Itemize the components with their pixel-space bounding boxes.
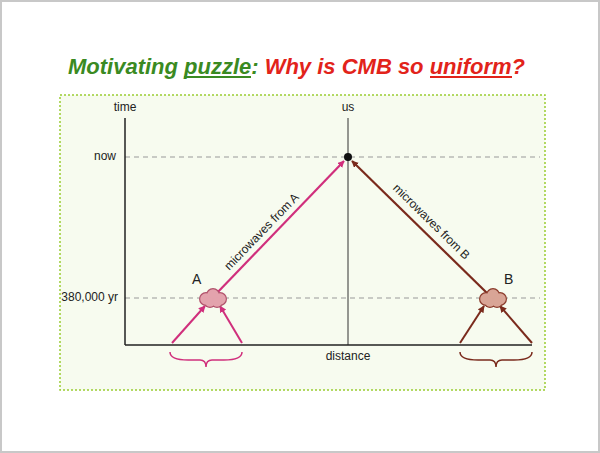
- axis-label: us: [342, 101, 355, 114]
- ray-label: microwaves from B: [390, 182, 472, 263]
- axis-label: time: [114, 101, 137, 114]
- cloud-shape: [198, 287, 228, 309]
- figure-panel: [60, 95, 545, 390]
- distance-axis: [125, 344, 532, 346]
- converging-arrow: [460, 306, 484, 343]
- region-bracket: [460, 352, 532, 367]
- observer-dot: [344, 153, 352, 161]
- cloud-fill: [492, 297, 502, 307]
- point-label: B: [504, 272, 513, 286]
- title-underline: [184, 76, 251, 78]
- region-bracket: [170, 352, 242, 367]
- now-line: [125, 157, 540, 158]
- cloud-fill: [212, 297, 222, 307]
- epoch-line: [125, 298, 540, 299]
- title-underline: [430, 76, 512, 78]
- cloud-region: B: [478, 287, 508, 309]
- light-ray: [352, 161, 488, 294]
- time-axis: [124, 118, 126, 345]
- axis-label: now: [94, 150, 116, 163]
- converging-arrow: [220, 306, 242, 343]
- converging-arrow: [500, 306, 532, 343]
- converging-arrow: [172, 306, 205, 343]
- point-label: A: [192, 272, 201, 286]
- cloud-shape: [478, 287, 508, 309]
- light-ray: [216, 161, 344, 294]
- axis-label: 380,000 yr: [61, 291, 118, 304]
- our-worldline: [348, 118, 349, 345]
- cloud-region: A: [198, 287, 228, 309]
- axis-label: distance: [326, 350, 371, 363]
- ray-label: microwaves from A: [222, 191, 302, 273]
